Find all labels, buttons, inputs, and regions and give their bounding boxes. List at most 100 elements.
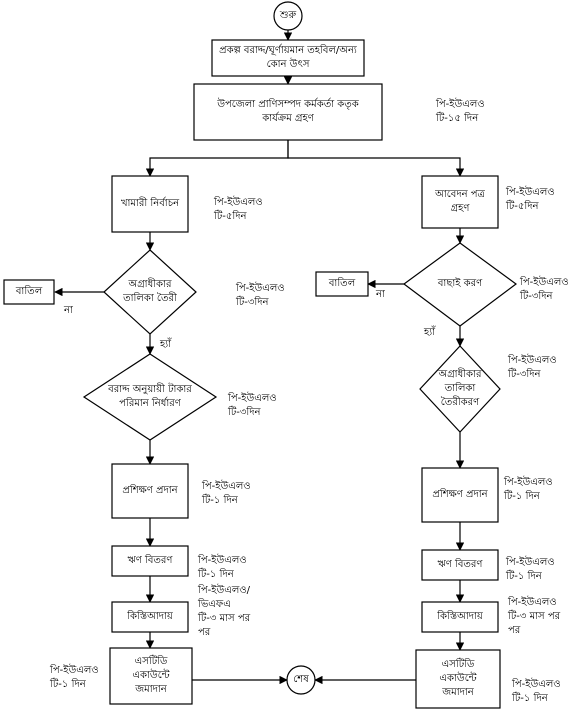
note-loan-left-line-1: পি-ইউএলও [198,555,247,566]
application-receipt-line-2: গ্রহণ [450,203,470,214]
cancel-right-node: বাতিল [316,272,368,296]
edge-label-no-left: না [64,305,73,316]
note-installment-right: পি-ইউএলও টি-৩ মাস পর পর [508,596,560,638]
loan-left-label: ঋণ বিতরণ [127,555,173,566]
installment-left-label: কিস্তিআদায় [127,611,173,622]
sdg-left-line-3: জমাদান [135,684,167,695]
note-training-left: পি-ইউএলও টি-১ দিন [202,480,251,508]
loan-left-node: ঋণ বিতরণ [112,546,188,576]
fund-source-node: প্রকল্প বরাদ্দ/ঘূর্ণায়মান তহবিল/অন্য কো… [212,40,364,76]
amount-determination-diamond [82,353,218,441]
installment-left-node: কিস্তিআদায় [112,602,188,632]
priority-right-line-3: তৈরীকরণ [440,397,480,408]
training-left-label: প্রশিক্ষণ প্রদান [122,485,178,496]
note-amount: পি-ইউএলও টি-৩দিন [228,392,277,420]
edge-label-yes-right: হ্যাঁ [424,327,436,338]
edge-label-yes-left: হ্যাঁ [160,339,172,350]
note-sdg-right: পি-ইউএলও টি-১ দিন [512,678,561,706]
loan-right-node: ঋণ বিতরণ [422,550,498,580]
training-right-label: প্রশিক্ষণ প্রদান [432,489,488,500]
note-sdg-right-line-2: টি-১ দিন [512,693,548,704]
note-priority-right-line-1: পি-ইউএলও [508,355,557,366]
note-application-line-1: পি-ইউএলও [506,187,555,198]
installment-right-box [421,601,499,633]
note-priority-left: পি-ইউএলও টি-৩দিন [236,282,285,310]
installment-right-node: কিস্তিআদায় [422,602,498,632]
start-node-shape [273,1,303,31]
note-screening-line-2: টি-৩দিন [520,291,553,302]
application-receipt-box [421,175,499,229]
sdg-right-line-2: একাউন্টে [439,673,477,684]
edge-label-no-right: না [376,289,385,300]
end-node-shape [286,665,316,695]
cancel-right-box [315,271,369,297]
cancel-left-box [3,279,55,305]
loan-left-box [111,545,189,577]
priority-list-diamond [103,249,197,335]
training-right-node: প্রশিক্ষণ প্রদান [422,468,498,522]
end-node: শেষ [287,668,315,692]
amount-determination-node: বরাদ্দ অনুয়ায়ী টাকার পরিমান নির্ধারণ [84,376,216,418]
note-installment-left: পি-ইউএলও/ ভিএফএ টি-৩ মাস পর পর [198,584,250,640]
sdg-right-box [415,649,501,709]
sdg-right-node: এসটিডি একাউন্টে জমাদান [416,650,500,708]
farmer-selection-box [111,175,189,233]
note-loan-left-line-2: টি-১ দিন [198,569,234,580]
sdg-right-line-3: জমাদান [442,687,474,698]
priority-list-node: অগ্রাধীকার তালিকা তৈরী [104,266,196,318]
screening-node: বাছাই করণ [404,272,516,296]
screening-diamond [402,242,518,327]
upazila-action-line-2: কার্যক্রম গ্রহণ [262,113,314,124]
note-amount-line-1: পি-ইউএলও [228,393,277,404]
note-farmer-selection: পি-ইউএলও টি-৫দিন [214,196,263,224]
installment-left-box [111,601,189,633]
note-priority-left-line-1: পি-ইউএলও [236,283,285,294]
loan-right-label: ঋণ বিতরণ [437,559,483,570]
installment-right-label: কিস্তিআদায় [437,611,483,622]
note-farmer-selection-line-1: পি-ইউএলও [214,197,263,208]
note-installment-right-line-1: পি-ইউএলও [508,597,557,608]
priority-right-line-2: তালিকা [444,383,476,394]
note-loan-right-line-1: পি-ইউএলও [506,557,555,568]
priority-right-node: অগ্রাধীকার তালিকা তৈরীকরণ [420,364,500,414]
screening-label: বাছাই করণ [437,278,483,289]
note-training-right-line-1: পি-ইউএলও [504,477,553,488]
note-amount-line-2: টি-৩দিন [228,407,261,418]
note-farmer-selection-line-2: টি-৫দিন [214,211,247,222]
note-installment-left-line-3: টি-৩ মাস পর [198,613,251,624]
application-receipt-line-1: আবেদন পত্র [435,189,485,200]
start-node: শুরু [274,4,302,28]
fund-source-line-1: প্রকল্প বরাদ্দ/ঘূর্ণায়মান তহবিল/অন্য [219,45,357,56]
note-installment-left-line-2: ভিএফএ [198,599,231,610]
priority-right-line-1: অগ্রাধীকার [438,369,482,380]
note-loan-left: পি-ইউএলও টি-১ দিন [198,554,247,582]
upazila-action-node: উপজেলা প্রাণিসম্পদ কর্মকর্তা কতৃক কার্যক… [194,84,382,140]
note-installment-left-line-4: পর [198,627,211,638]
sdg-left-box [109,647,193,705]
edge-upazila-to-farmer-selection [145,140,289,177]
start-label: শুরু [279,10,297,21]
training-left-node: প্রশিক্ষণ প্রদান [112,464,188,518]
application-receipt-node: আবেদন পত্র গ্রহণ [422,176,498,228]
training-left-box [111,463,189,519]
note-upazila-line-1: পি-ইউএলও [436,99,485,110]
training-right-box [421,467,499,523]
end-label: শেষ [293,674,309,685]
farmer-selection-node: খামারী নির্বাচন [112,176,188,232]
note-sdg-left: পি-ইউএলও টি-১ দিন [50,664,99,692]
note-training-left-line-1: পি-ইউএলও [202,481,251,492]
farmer-selection-label: খামারী নির্বাচন [120,198,180,209]
priority-right-diamond [419,345,501,433]
upazila-action-box [193,83,383,141]
edge-upazila-to-application [287,140,465,177]
amount-determination-line-1: বরাদ্দ অনুয়ায়ী টাকার [108,384,192,395]
note-training-right-line-2: টি-১ দিন [504,491,540,502]
note-training-left-line-2: টি-১ দিন [202,495,238,506]
note-loan-right: পি-ইউএলও টি-১ দিন [506,556,555,584]
sdg-left-line-1: এসটিডি [134,656,168,667]
note-sdg-left-line-1: পি-ইউএলও [50,665,99,676]
note-sdg-left-line-2: টি-১ দিন [50,679,86,690]
cancel-right-label: বাতিল [328,278,356,289]
loan-right-box [421,549,499,581]
